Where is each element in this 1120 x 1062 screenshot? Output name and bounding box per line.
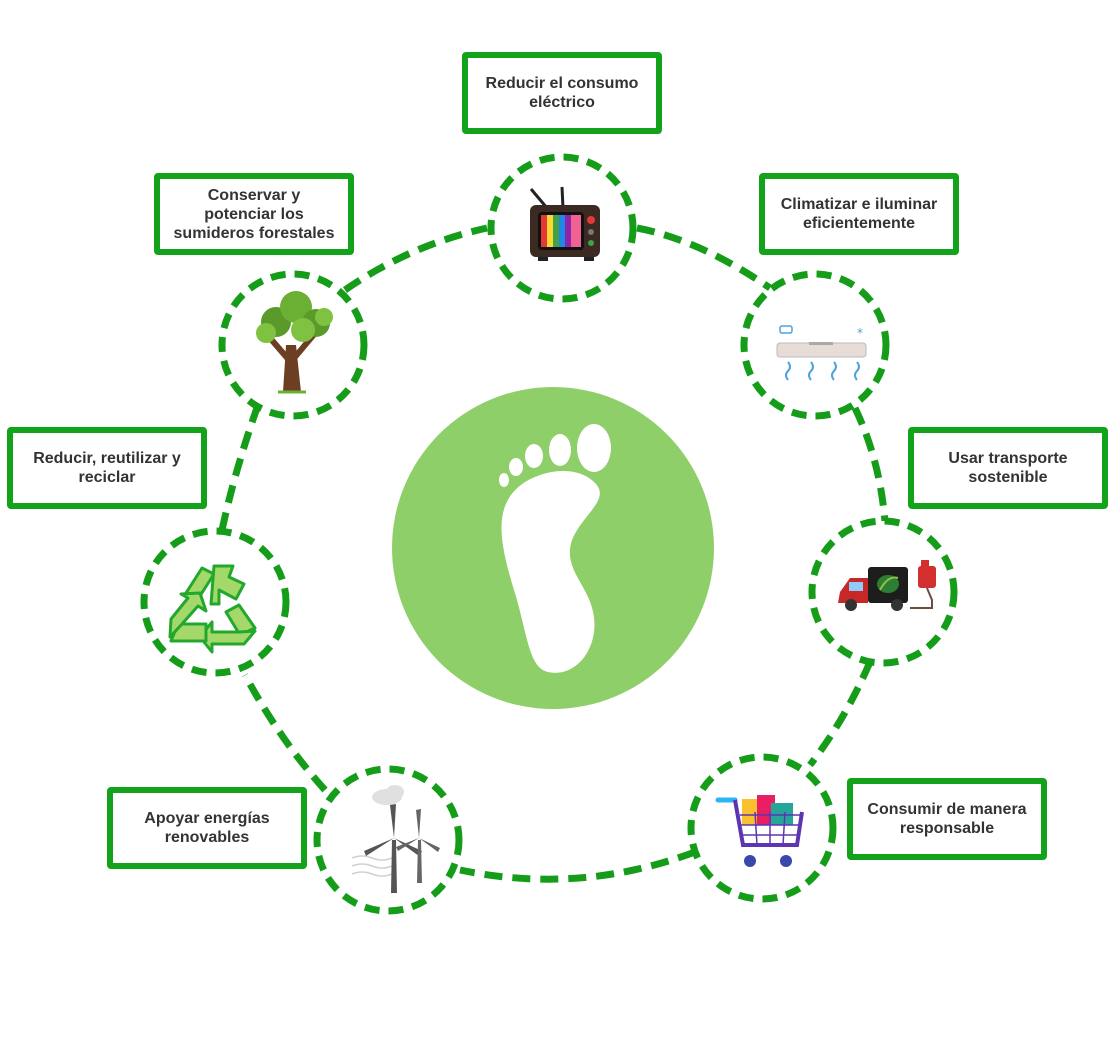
connector-recycle-forest [218,403,262,531]
connector-transport-consume [807,660,874,768]
label-climate: Climatizar e iluminar eficientemente [780,196,938,232]
label-recycle: Reducir, reutilizar y reciclar [33,450,181,486]
connector-climate-transport [851,406,889,523]
label-forest: Conservar y potenciar los sumideros fore… [173,186,335,242]
label-consume: Consumir de manera responsable [867,801,1027,837]
wind-turbine-icon [351,785,440,893]
tree-icon [256,291,333,394]
label-renewables: Apoyar energías renovables [144,810,270,846]
ring-consume [687,753,837,903]
connector-renewables-recycle [241,673,328,793]
television-icon [529,186,600,261]
air-conditioner-icon: * [776,325,867,381]
shopping-cart-icon [715,795,804,867]
recycle-icon [168,564,257,654]
electric-truck-icon [838,560,936,611]
label-transport: Usar transporte sostenible [948,450,1068,486]
svg-text:*: * [857,326,863,340]
connector-lines [218,224,889,883]
label-box-renewables: Apoyar energías renovables [107,787,307,869]
footprint-icon [499,424,611,673]
connector-forest-electric [343,224,488,293]
label-box-electric: Reducir el consumo eléctrico [462,52,662,134]
label-box-recycle: Reducir, reutilizar y reciclar [7,427,207,509]
label-box-consume: Consumir de manera responsable [847,778,1047,860]
label-box-transport: Usar transporte sostenible [908,427,1108,509]
label-box-forest: Conservar y potenciar los sumideros fore… [154,173,354,255]
label-box-climate: Climatizar e iluminar eficientemente [759,173,959,255]
connector-consume-renewables [459,848,697,883]
ring-renewables [313,765,463,915]
label-electric: Reducir el consumo eléctrico [485,75,639,111]
connector-electric-climate [636,224,772,291]
